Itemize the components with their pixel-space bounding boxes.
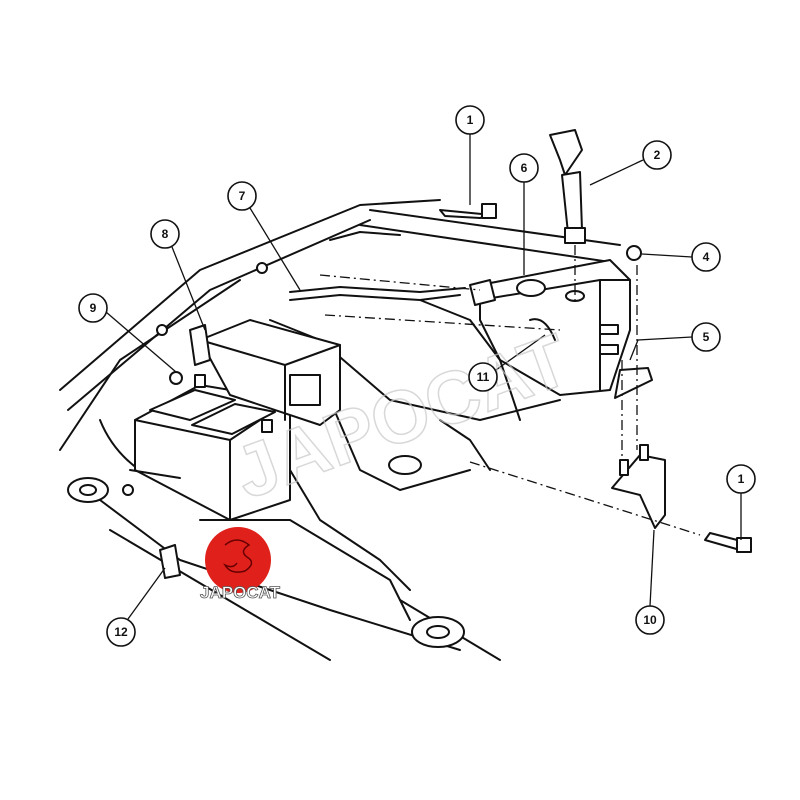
callout-4: 4: [691, 242, 721, 272]
callout-circle: [78, 293, 108, 323]
callout-number: 4: [703, 250, 710, 264]
logo-text: JAPOCAT: [200, 583, 281, 602]
callout-number: 2: [654, 148, 661, 162]
callout-number: 9: [90, 301, 97, 315]
callout-5: 5: [691, 322, 721, 352]
callout-number: 6: [521, 161, 528, 175]
callout-circle: [455, 105, 485, 135]
callout-number: 12: [114, 625, 128, 639]
japocat-logo: JAPOCAT: [200, 527, 281, 602]
battery: [129, 374, 291, 521]
assembly-lines: [319, 245, 701, 536]
callout-10: 10: [635, 605, 665, 635]
callout-circle: [642, 140, 672, 170]
power-distribution-box: [189, 319, 341, 426]
callout-circle: [691, 242, 721, 272]
callout-number: 10: [643, 613, 657, 627]
callout-11: 11: [468, 362, 498, 392]
hoses: [289, 231, 521, 471]
callout-1: 1: [726, 464, 756, 494]
callout-circle: [150, 219, 180, 249]
callout-9: 9: [78, 293, 108, 323]
callout-circle: [726, 464, 756, 494]
callout-circle: [635, 605, 665, 635]
washer-reservoir: [479, 259, 631, 396]
callout-number: 8: [162, 227, 169, 241]
callout-6: 6: [509, 153, 539, 183]
callout-number: 1: [467, 113, 474, 127]
callout-number: 1: [738, 472, 745, 486]
callout-1: 1: [455, 105, 485, 135]
callout-number: 7: [239, 189, 246, 203]
callout-number: 5: [703, 330, 710, 344]
callout-number: 11: [477, 370, 490, 384]
callout-circle: [509, 153, 539, 183]
callout-circle: [227, 181, 257, 211]
callout-circle: [106, 617, 136, 647]
callout-circle: [691, 322, 721, 352]
callout-2: 2: [642, 140, 672, 170]
callout-7: 7: [227, 181, 257, 211]
leader-lines: [105, 134, 742, 620]
brackets: [159, 203, 752, 579]
callout-12: 12: [106, 617, 136, 647]
washer-pump: [549, 129, 586, 244]
callout-8: 8: [150, 219, 180, 249]
callout-circle: [468, 362, 498, 392]
